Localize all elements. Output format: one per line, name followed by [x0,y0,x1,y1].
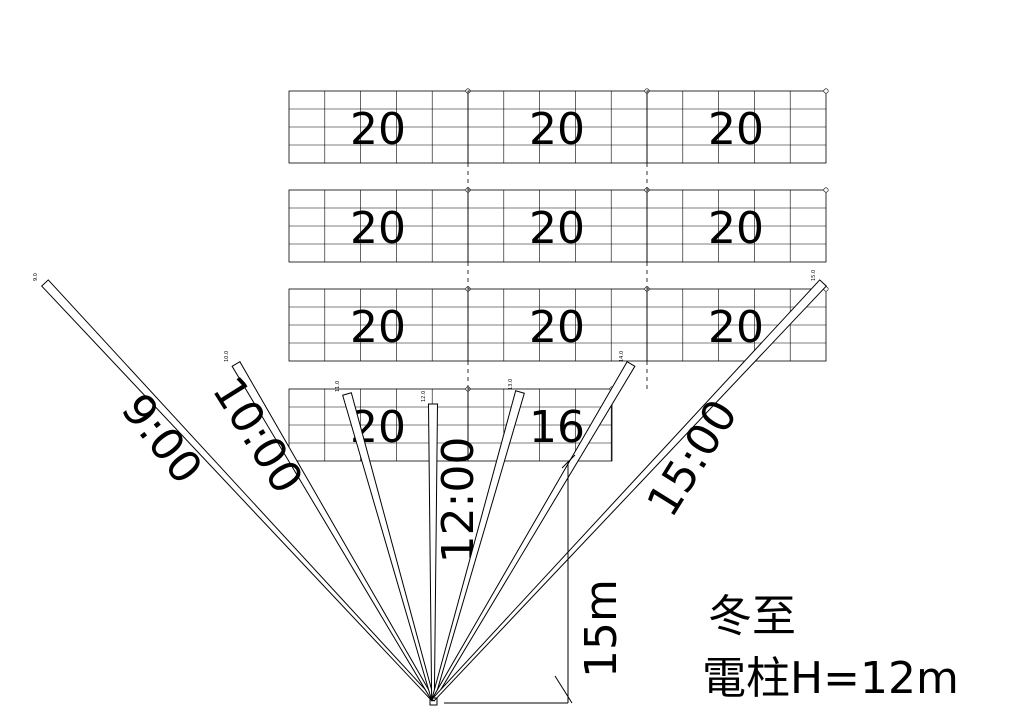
panel-count-label: 20 [529,104,585,155]
marker-dot [823,187,829,193]
panel-count-label: 20 [529,203,585,254]
panel-row: 20 20 20 [288,286,829,362]
caption-pole: 電柱H=12m [702,653,959,704]
panel-count-label: 20 [350,203,406,254]
panel-block [288,187,471,263]
dimension-line: 15m [444,454,627,704]
shadow-tip-label: 9.0 [33,273,39,281]
panel-row: 20 20 20 [288,187,829,263]
panel-count-label: 20 [350,104,406,155]
panel-count-label: 16 [529,402,585,453]
shadow-tip-label: 12.0 [421,391,427,402]
panel-count-label: 20 [708,203,764,254]
panel-count-label: 20 [350,302,406,353]
panel-block [646,187,829,263]
panel-block [646,88,829,164]
panel-count-label: 20 [529,302,585,353]
panel-row: 20 20 20 [288,88,829,164]
shadow-tip-label: 13.0 [508,379,514,390]
panel-count-label: 20 [708,302,764,353]
shadow-tip-label: 11.0 [335,381,341,392]
shadow-time-label: 9:00 [111,384,212,493]
dimension-label: 15m [576,579,627,678]
caption-season: 冬至 [708,591,796,642]
shadow-time-label: 10:00 [202,368,312,503]
panel-block [288,386,471,462]
pole-base [429,697,438,706]
marker-dot [823,88,829,94]
shadow-tip-label: 10.0 [224,351,230,362]
panel-block [646,286,829,362]
shadow-tip-label: 15.0 [811,270,817,281]
panel-count-label: 20 [708,104,764,155]
shadow-tip-label: 14.0 [619,351,625,362]
